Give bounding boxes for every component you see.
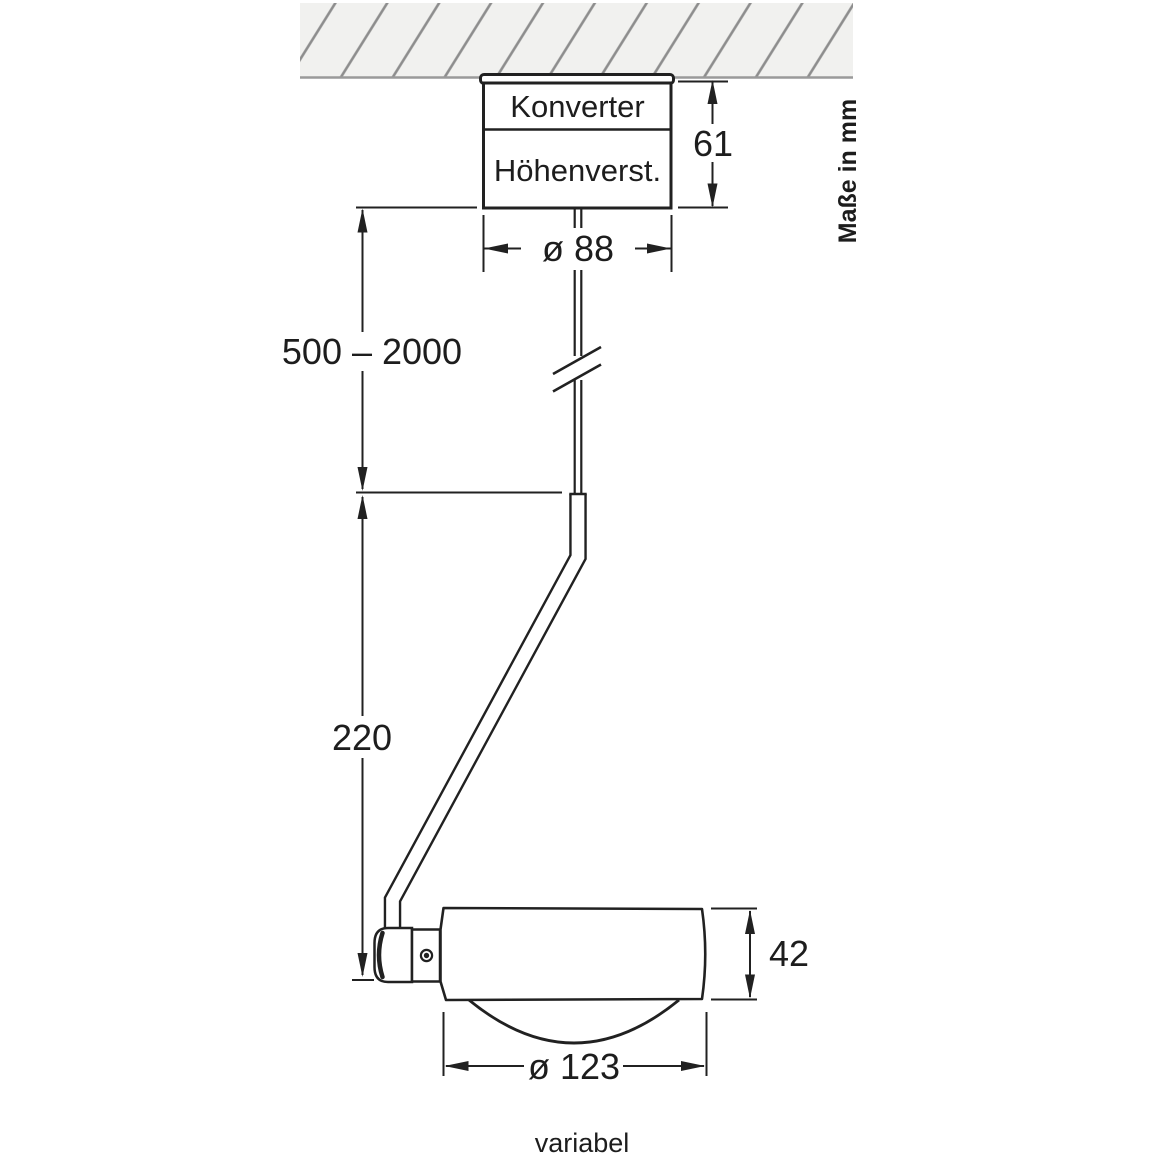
- arm-fill: [386, 494, 585, 930]
- dimension-head-height: 42: [711, 907, 809, 1001]
- dim-label-500-2000: 500 – 2000: [282, 331, 462, 372]
- pivot-knob-dot-icon: [423, 952, 430, 959]
- head-lens-dome: [468, 998, 680, 1045]
- arrow-up-icon: [745, 910, 755, 934]
- arrow-left-icon: [444, 1061, 469, 1071]
- canopy-box: Konverter Höhenverst.: [479, 73, 675, 210]
- dim-label-220: 220: [332, 717, 392, 758]
- canopy-label-height-adjust: Höhenverst.: [494, 153, 661, 188]
- arrow-down-icon: [357, 467, 368, 491]
- arrow-right-icon: [681, 1061, 705, 1071]
- arrow-left-icon: [484, 243, 508, 254]
- arrow-up-icon: [357, 495, 368, 519]
- canopy-body: [482, 81, 673, 210]
- arm-outline: [383, 494, 587, 930]
- arrow-right-icon: [647, 243, 671, 254]
- dimension-head-diameter: ø 123: [442, 1012, 708, 1087]
- lamp-head: [373, 906, 707, 1045]
- dim-label-42: 42: [769, 933, 809, 974]
- arrow-down-icon: [707, 183, 718, 208]
- dimension-canopy-diameter: ø 88: [482, 215, 673, 272]
- dimension-suspension-range: 500 – 2000: [282, 206, 477, 491]
- dimension-canopy-height: 61: [678, 80, 733, 209]
- pendant-arm: [383, 492, 587, 930]
- note-variabel: variabel: [535, 1128, 630, 1158]
- dim-label-o123: ø 123: [528, 1046, 620, 1087]
- arrow-up-icon: [707, 80, 718, 104]
- dimension-arm-height: 220: [332, 495, 392, 981]
- arrow-down-icon: [745, 974, 755, 999]
- dim-label-o88: ø 88: [542, 228, 614, 269]
- head-cylinder: [439, 906, 707, 1002]
- dim-label-61: 61: [693, 123, 733, 164]
- ceiling-hatch: [300, 3, 853, 78]
- cable-break-icon: [552, 345, 602, 393]
- ceiling-section: [300, 3, 853, 79]
- arrow-up-icon: [357, 208, 368, 233]
- note-units: Maße in mm: [834, 99, 862, 243]
- head-end-cap: [373, 926, 414, 984]
- canopy-label-converter: Konverter: [510, 89, 644, 124]
- head-end-cap-shade: [376, 930, 385, 980]
- arrow-down-icon: [357, 953, 368, 977]
